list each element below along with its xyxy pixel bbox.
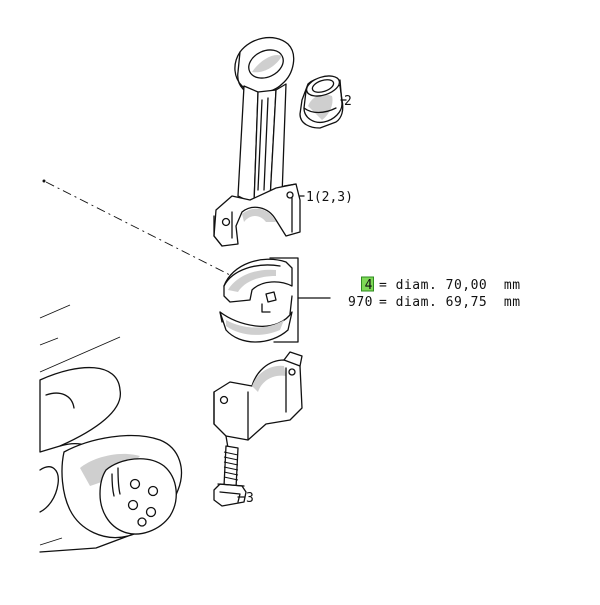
legend-code-1[interactable]: 4 — [365, 278, 373, 293]
callout-connecting-rod: 1(2,3) — [306, 190, 353, 205]
crankpin-centerline — [42, 179, 233, 277]
big-end-cap — [213, 351, 303, 449]
legend-text-1: = diam. 70,00 mm — [379, 278, 521, 293]
legend-code-2: 970 — [348, 295, 373, 310]
bearing-shells — [219, 257, 331, 343]
leader-lines — [237, 99, 347, 498]
cap-bolt — [213, 445, 247, 507]
callout-bushing: 2 — [344, 94, 352, 109]
bearing-size-legend: 4 = diam. 70,00 mm 970 = diam. 69,75 mm — [348, 276, 521, 310]
legend-text-2: = diam. 69,75 mm — [379, 295, 521, 310]
small-end-bushing — [299, 75, 344, 129]
crankshaft — [39, 304, 182, 553]
callout-bolt: 3 — [246, 491, 254, 506]
highlight-box — [361, 276, 374, 292]
connecting-rod — [213, 36, 301, 247]
